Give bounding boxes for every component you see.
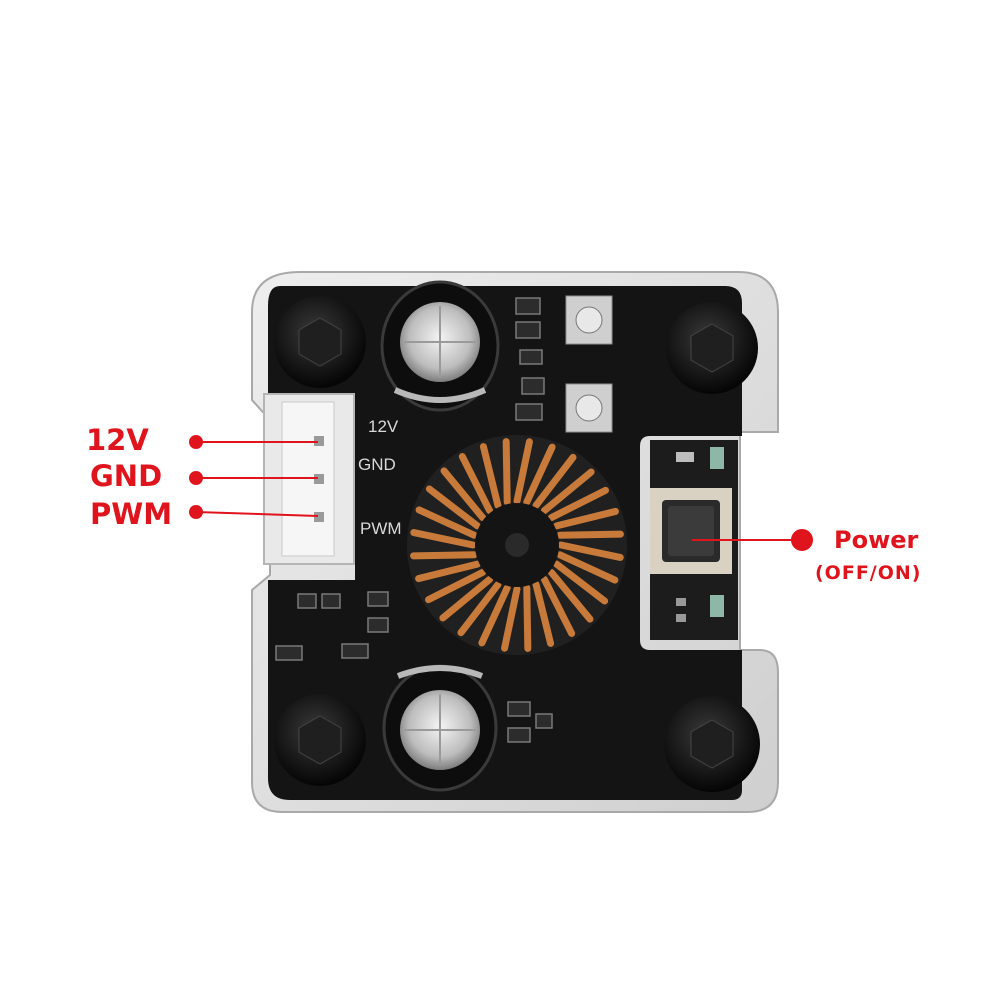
coil-winding	[502, 438, 511, 506]
coil-winding	[540, 575, 576, 637]
coil-winding	[425, 485, 481, 530]
screw-bottom-right	[664, 696, 760, 792]
led-top	[710, 447, 724, 469]
potentiometer-top	[565, 295, 613, 345]
coil-winding	[440, 467, 487, 522]
coil-winding	[410, 551, 478, 560]
screw-bottom-left	[274, 694, 366, 786]
silkscreen-pwm: PWM	[360, 519, 402, 538]
coil-winding	[415, 560, 481, 583]
toroid-inductor	[407, 435, 627, 655]
coil-winding	[410, 529, 477, 549]
label-power-state: (OFF/ON)	[815, 562, 922, 584]
label-power: Power	[834, 526, 919, 554]
coil-winding	[457, 581, 502, 637]
label-12v: 12V	[86, 423, 149, 457]
smd-components	[275, 297, 553, 743]
coil-winding	[547, 486, 609, 522]
silkscreen-12v: 12V	[368, 417, 399, 436]
capacitor-top	[380, 280, 500, 412]
coil-winding	[501, 585, 521, 652]
coil-winding	[556, 530, 624, 539]
pin-12v	[314, 436, 324, 446]
dot-12v	[189, 435, 203, 449]
coil-winding	[532, 453, 577, 509]
label-gnd: GND	[90, 459, 163, 493]
dot-gnd	[189, 471, 203, 485]
potentiometer-bottom	[565, 383, 613, 433]
annotation-lines	[189, 435, 813, 551]
screw-top-left	[274, 296, 366, 388]
dot-power	[791, 529, 813, 551]
coil-winding	[425, 568, 487, 604]
coil-winding	[532, 581, 555, 647]
coil-winding	[556, 551, 619, 584]
coil-winding	[415, 506, 478, 539]
coil-winding	[439, 575, 494, 622]
coil-winding	[553, 560, 609, 605]
silkscreen-gnd: GND	[358, 455, 396, 474]
coil-winding	[547, 568, 594, 623]
coil-winding	[479, 443, 502, 509]
coil-winding	[540, 468, 595, 515]
coil-winding	[553, 507, 619, 530]
coil-winding	[478, 584, 511, 647]
coil-winding	[523, 584, 532, 652]
dot-pwm	[189, 505, 203, 519]
label-pwm: PWM	[90, 497, 173, 531]
coil-winding	[458, 453, 494, 515]
coil-winding	[557, 541, 624, 561]
pin-gnd	[314, 474, 324, 484]
coil-winding	[523, 443, 556, 506]
screw-top-right	[666, 302, 758, 394]
coil-winding	[513, 438, 533, 505]
capacitor-bottom	[382, 664, 498, 792]
led-bottom	[710, 595, 724, 617]
pin-pwm	[314, 512, 324, 522]
